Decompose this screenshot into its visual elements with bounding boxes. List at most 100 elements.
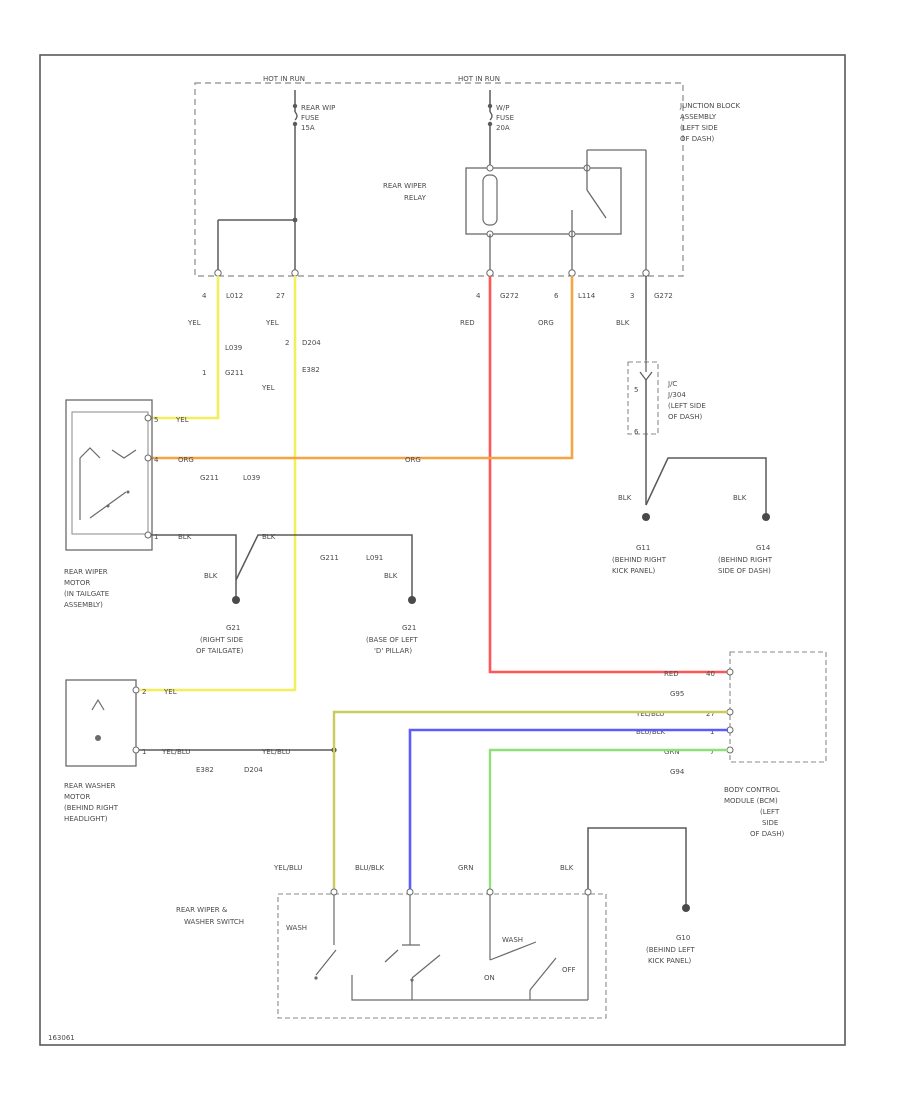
wire-top-3: RED: [460, 319, 475, 327]
jc-wire-r: BLK: [733, 494, 747, 502]
branch-wire-2: BLK: [204, 572, 218, 580]
wire-grn: [488, 748, 728, 890]
mid-wire: YEL: [261, 384, 275, 392]
bcm-label-3: (LEFT: [760, 808, 780, 816]
junction-block-label: JUNCTION BLOCK ASSEMBLY (LEFT SIDE OF DA…: [679, 102, 740, 143]
motor-pin-2: 4: [154, 456, 159, 464]
junction-block-outline: [194, 82, 684, 277]
switch-pos-off: OFF: [562, 966, 576, 974]
switch-wire-1: YEL/BLU: [273, 864, 302, 872]
g5-name: G10: [676, 934, 690, 942]
switch-wire-2: BLU/BLK: [355, 864, 385, 872]
g4-loc-2: SIDE OF DASH): [718, 567, 771, 575]
motor-label-1: REAR WIPER: [64, 568, 108, 576]
switch-label-1: REAR WIPER &: [176, 906, 228, 914]
switch-pos-wash-left: WASH: [286, 924, 307, 932]
left-fuse: REAR WIP FUSE 15A: [217, 90, 335, 272]
wire-yel-wiper: [148, 276, 220, 420]
motor-label-2: MOTOR: [64, 579, 90, 587]
motor-pin-3: 1: [154, 533, 158, 541]
splice-dot: [292, 217, 298, 223]
ground-g21-pillar-dot: [408, 596, 416, 604]
fuse-right-line-1: W/P: [496, 104, 510, 112]
fuse-left-line-3: 15A: [301, 124, 315, 132]
junction-connector-pins: 4 L012 27 4 G272 6 L114 3 G272 YEL YEL R…: [187, 269, 673, 327]
g3-loc-1: (BEHIND RIGHT: [612, 556, 667, 564]
fuse-left-line-2: FUSE: [301, 114, 319, 122]
mid-conn-d: E382: [302, 366, 320, 374]
motor-label-3: (IN TAILGATE: [64, 590, 109, 598]
motor-wire-1: YEL: [175, 416, 189, 424]
jc-label-2: J/304: [667, 391, 686, 399]
right-fuse: W/P FUSE 20A: [487, 90, 514, 168]
figure-id: 163061: [48, 1034, 75, 1042]
washer-label-2: MOTOR: [64, 793, 90, 801]
wire-yel-washer: [140, 276, 297, 692]
wiper-motor-grounds: BLK G211 L091 BLK BLK G21 (RIGHT SIDE OF…: [151, 533, 418, 655]
wire-top-5: BLK: [616, 319, 630, 327]
g1-loc-2: OF TAILGATE): [196, 647, 244, 655]
conn-top-4: L114: [578, 292, 596, 300]
conn-top-1: L012: [226, 292, 243, 300]
g3-name: G11: [636, 544, 650, 552]
pin-top-5: 3: [630, 292, 634, 300]
washer-label-3: (BEHIND RIGHT: [64, 804, 119, 812]
bcm-wire-3: BLU/BLK: [636, 728, 666, 736]
motor-wire-long: ORG: [405, 456, 421, 464]
jc-pin-bot: 6: [634, 428, 639, 436]
bcm-wire-4: GRN: [664, 748, 680, 756]
washer-wire-bot-2: YEL/BLU: [261, 748, 290, 756]
jc-label-4: OF DASH): [668, 413, 703, 421]
rear-wiper-washer-switch: REAR WIPER & WASHER SWITCH WASH WASH ON …: [176, 888, 607, 1019]
jc-wire-l: BLK: [618, 494, 632, 502]
g1-loc-1: (RIGHT SIDE: [200, 636, 243, 644]
fuse-left-line-1: REAR WIP: [301, 104, 335, 112]
bcm-label-5: OF DASH): [750, 830, 785, 838]
mid-conn-b: G211: [225, 369, 244, 377]
bcm-label-1: BODY CONTROL: [724, 786, 780, 794]
branch-wire-3: BLK: [384, 572, 398, 580]
mid-pin2: 2: [285, 339, 289, 347]
wire-red-bcm: [488, 276, 728, 674]
branch-conn-2: L091: [366, 554, 383, 562]
pin-top-2: 27: [276, 292, 285, 300]
g1-name: G21: [226, 624, 240, 632]
motor-pin-1: 5: [154, 416, 158, 424]
branch-conn-1: G211: [320, 554, 339, 562]
pin-top-3: 4: [476, 292, 481, 300]
motor-wire-3: BLK: [178, 533, 192, 541]
g2-loc-1: (BASE OF LEFT: [366, 636, 418, 644]
fuse-right-line-2: FUSE: [496, 114, 514, 122]
bcm-wire-2: YEL/BLU: [635, 710, 664, 718]
motor-label-4: ASSEMBLY): [64, 601, 103, 609]
wire-orange: [148, 276, 574, 460]
bcm-label-4: SIDE: [762, 819, 778, 827]
wire-switch-ground: [587, 827, 687, 905]
mid-conn-a: L039: [225, 344, 242, 352]
g2-loc-2: 'D' PILLAR): [374, 647, 412, 655]
g5-loc-1: (BEHIND LEFT: [646, 946, 695, 954]
washer-wire-bot-1: YEL/BLU: [161, 748, 190, 756]
conn-top-5: G272: [654, 292, 673, 300]
relay-label-1: REAR WIPER: [383, 182, 427, 190]
conn-top-3: G272: [500, 292, 519, 300]
junction-label-2: ASSEMBLY: [680, 113, 717, 121]
wire-top-1: YEL: [187, 319, 201, 327]
mid-left-labels: L039 1 G211 2 D204 E382 YEL: [202, 339, 321, 392]
washer-wire-top: YEL: [163, 688, 177, 696]
jc-label-3: (LEFT SIDE: [668, 402, 706, 410]
mid-pin: 1: [202, 369, 206, 377]
ground-g14-dot: [762, 513, 770, 521]
washer-label-1: REAR WASHER: [64, 782, 116, 790]
bcm-conn-2: G94: [670, 768, 685, 776]
junction-label-1: JUNCTION BLOCK: [679, 102, 740, 110]
g3-loc-2: KICK PANEL): [612, 567, 655, 575]
bcm-label-2: MODULE (BCM): [724, 797, 778, 805]
junction-label-4: OF DASH): [680, 135, 715, 143]
wire-yelblu: [332, 710, 728, 890]
jc-pin-top: 5: [634, 386, 638, 394]
washer-label-4: HEADLIGHT): [64, 815, 108, 823]
body-control-module: RED 40 G95 YEL/BLU 27 BLU/BLK 1 GRN 7 G9…: [635, 651, 827, 838]
rear-wiper-relay: REAR WIPER RELAY: [383, 149, 647, 272]
